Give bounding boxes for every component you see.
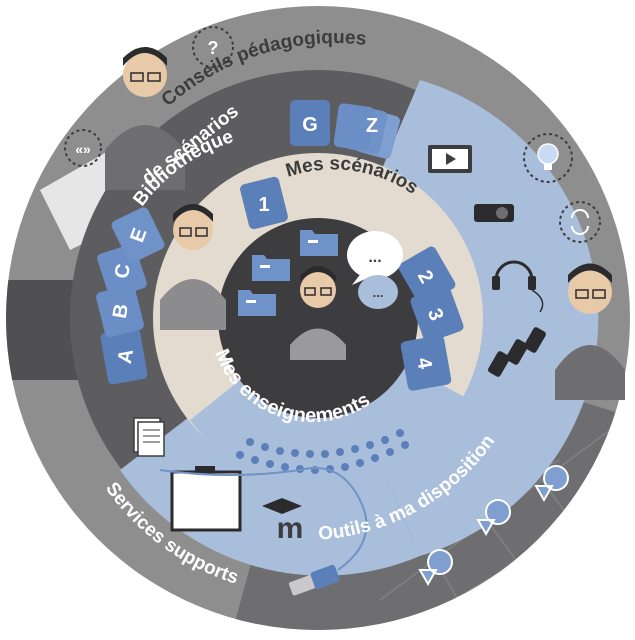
audience-dots xyxy=(236,429,409,474)
question-mark: ? xyxy=(208,38,219,58)
tab-b: B xyxy=(109,302,133,320)
usb-icon xyxy=(159,467,368,596)
screen-icon xyxy=(428,145,472,173)
library-card-letter-back: Z xyxy=(366,115,378,137)
person-icon xyxy=(290,266,346,360)
scenario-tab-4: 4 xyxy=(412,356,436,372)
scenario-tab-1: 1 xyxy=(258,194,269,216)
folder-icon xyxy=(300,230,338,256)
moodle-icon: m xyxy=(262,498,303,545)
library-card-stack: G Z xyxy=(290,100,400,159)
chat-marks: «» xyxy=(75,141,91,157)
lightbulb-icon xyxy=(523,133,573,183)
tab-a: A xyxy=(114,347,138,365)
chat-bubble: «» xyxy=(64,129,102,167)
question-bubble: ? xyxy=(192,26,234,68)
scenario-number-tabs: 1 2 3 4 xyxy=(240,176,464,391)
folder-icon xyxy=(238,290,276,316)
map-pin-icon xyxy=(534,465,569,503)
person-icon xyxy=(555,263,625,400)
clicker-icons xyxy=(488,327,546,377)
bubble-1-text: ... xyxy=(368,249,381,266)
map-pin-icon xyxy=(476,499,511,537)
chair-shape xyxy=(6,280,80,380)
left-letter-tabs: A B C E xyxy=(96,207,165,385)
folder-icons xyxy=(238,230,338,316)
document-icon xyxy=(133,417,165,457)
library-card-letter: G xyxy=(302,114,318,136)
whiteboard-icon xyxy=(170,466,242,532)
person-icon xyxy=(105,47,185,190)
projector-icon xyxy=(474,204,514,222)
map-pin-icon xyxy=(418,549,453,587)
recycle-icon xyxy=(559,201,601,243)
headset-icon xyxy=(492,260,544,313)
bubble-2-text: ... xyxy=(373,285,384,300)
person-icon xyxy=(160,204,226,330)
tab-c: C xyxy=(111,262,135,280)
svg-text:m: m xyxy=(277,512,304,545)
folder-icon xyxy=(252,255,290,281)
speech-bubbles: ... ... xyxy=(347,231,403,309)
